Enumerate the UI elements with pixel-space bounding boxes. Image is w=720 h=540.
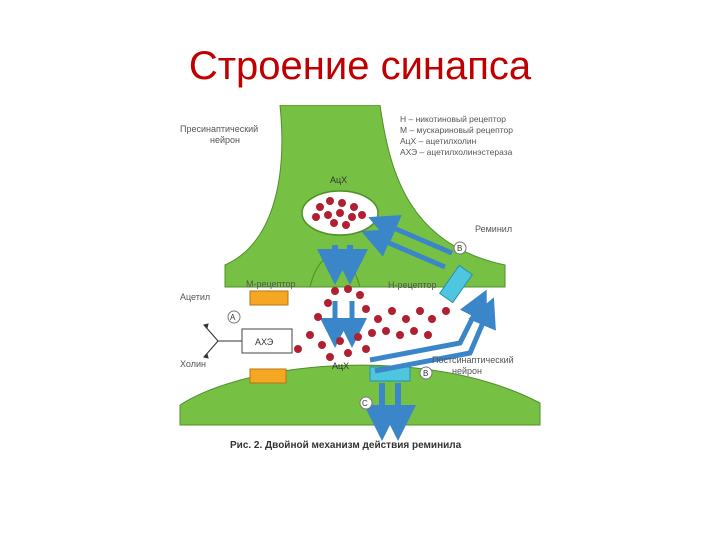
reminyl-label: Реминил	[475, 224, 512, 234]
cleft-ach-label: АцХ	[332, 361, 349, 371]
marker-a: А	[230, 313, 236, 322]
n-receptor-block	[438, 264, 474, 304]
legend-item-ach: АцХ – ацетилхолин	[400, 136, 477, 146]
m-receptor-block	[249, 290, 289, 306]
marker-b-top: В	[457, 244, 462, 253]
figure-caption: Рис. 2. Двойной механизм действия ремини…	[230, 440, 462, 451]
legend-item-m: М – мускариновый рецептор	[400, 125, 513, 135]
ache-split-lines	[203, 323, 242, 359]
postsynaptic-arrows	[364, 383, 416, 441]
marker-b-bottom-circle	[419, 366, 433, 380]
reminyl-reuptake-arrows	[361, 215, 453, 270]
marker-c-circle	[359, 396, 373, 410]
vesicle-ach-dots	[312, 197, 366, 229]
release-arrows	[317, 245, 368, 285]
reminyl-pathway-arrows	[369, 289, 496, 374]
postsynaptic-label-line1: Постсинаптический	[432, 355, 514, 365]
marker-c: С	[362, 399, 368, 408]
legend: Н – никотиновый рецептор М – мускариновы…	[400, 114, 513, 157]
ache-box	[241, 328, 293, 354]
post-m-receptor-block	[249, 368, 287, 384]
ache-label: АХЭ	[255, 337, 274, 347]
m-receptor-label: М-рецептор	[246, 279, 295, 289]
postsynaptic-neuron	[179, 364, 541, 426]
slide-title: Строение синапса	[188, 44, 532, 88]
vesicle-ach-label: АцХ	[330, 175, 347, 185]
legend-item-ache: АХЭ – ацетилхолинэстераза	[400, 147, 513, 157]
marker-b-top-circle	[453, 241, 467, 255]
legend-item-n: Н – никотиновый рецептор	[400, 114, 506, 124]
postsynaptic-label-line2: нейрон	[452, 366, 482, 376]
acetyl-label: Ацетил	[180, 292, 210, 302]
synapse-diagram: АцХ Пресинаптический нейрон Н – никотино…	[170, 104, 550, 460]
marker-b-bottom: В	[423, 369, 428, 378]
n-receptor-label: Н-рецептор	[388, 280, 436, 290]
cleft-arrows	[320, 301, 367, 348]
marker-a-circle	[227, 310, 241, 324]
cleft-ach-dots	[294, 285, 450, 361]
presynaptic-label-line2: нейрон	[210, 135, 240, 145]
presynaptic-label-line1: Пресинаптический	[180, 124, 258, 134]
choline-label: Холин	[180, 359, 206, 369]
